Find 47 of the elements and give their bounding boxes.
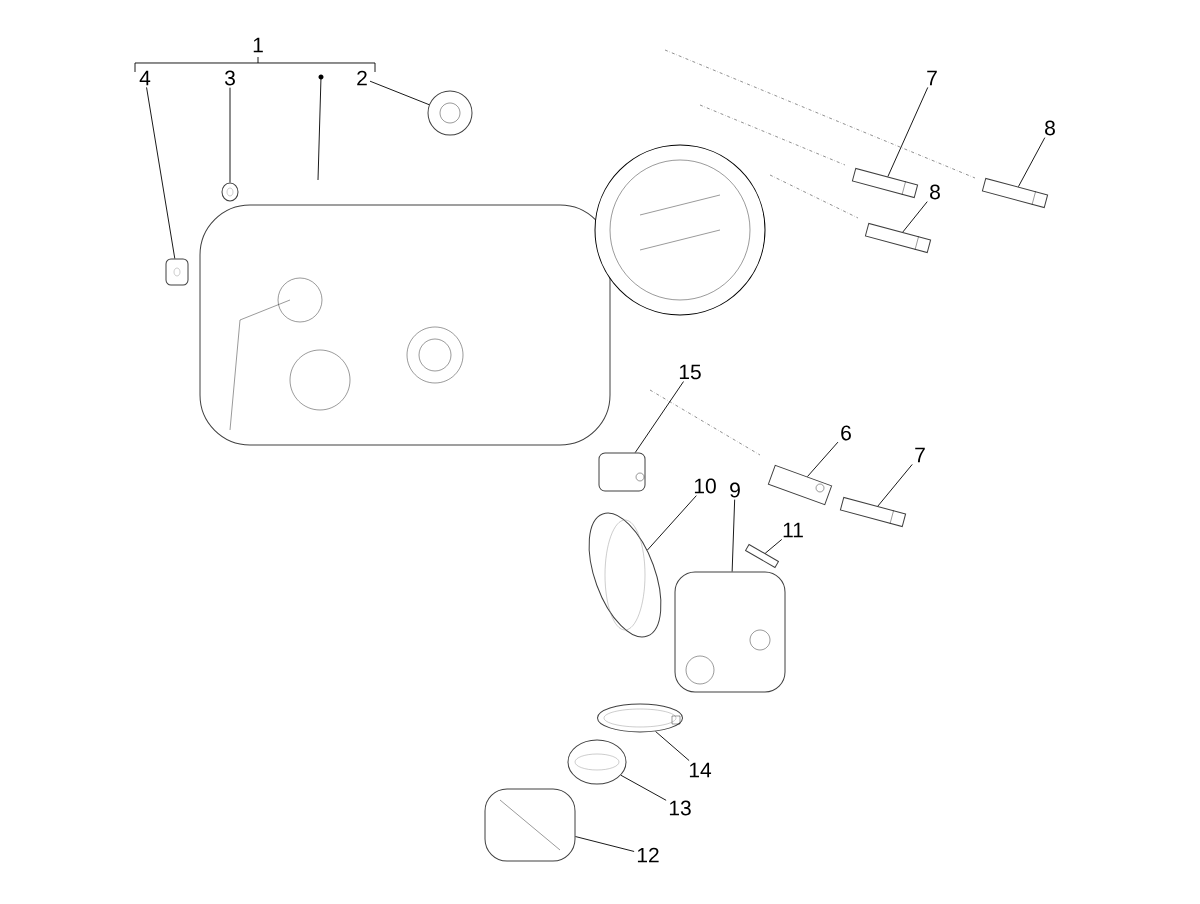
leader-line — [146, 86, 176, 259]
callout-number: 8 — [930, 184, 940, 200]
callout-number: 7 — [927, 70, 937, 86]
callout-number: 15 — [679, 364, 701, 380]
callout-number: 4 — [139, 70, 151, 86]
cap-drawing — [484, 788, 576, 862]
leader-line — [877, 463, 913, 507]
leader-line — [902, 201, 928, 233]
leader-line — [1017, 137, 1046, 188]
callout-number: 13 — [669, 800, 691, 816]
callout-number: 6 — [841, 425, 851, 441]
leader-line — [887, 86, 929, 177]
duct-drawing — [674, 571, 786, 693]
leader-line — [646, 495, 697, 551]
callout-number: 3 — [224, 70, 235, 86]
leader-line — [807, 441, 839, 477]
bolt-drawing — [981, 177, 1049, 209]
bolt-drawing — [839, 496, 907, 528]
leader-line — [655, 731, 690, 762]
callout-number: 12 — [637, 847, 659, 863]
gasket-drawing — [588, 512, 662, 638]
callout-number: 8 — [1045, 120, 1055, 136]
screw-drawing — [745, 543, 779, 569]
cover-drawing — [199, 144, 766, 446]
spacer-drawing — [598, 452, 646, 492]
leader-line — [731, 499, 736, 572]
leader-line — [229, 87, 231, 183]
callout-number: 11 — [783, 522, 803, 538]
leader-line — [620, 774, 667, 801]
leader-line — [634, 381, 684, 453]
filter-drawing — [567, 739, 627, 785]
bracket-part-drawing — [767, 464, 833, 506]
sleeve-drawing — [221, 182, 239, 202]
callout-number: 7 — [915, 447, 925, 463]
callout-number: 2 — [357, 70, 367, 86]
leader-line — [764, 538, 783, 554]
callout-number: 14 — [689, 762, 712, 778]
leader-line — [369, 80, 430, 106]
callout-number: 1 — [253, 37, 263, 53]
bolt-drawing — [864, 222, 932, 254]
leader-line — [575, 836, 635, 852]
callout-number: 10 — [694, 478, 716, 494]
sleeve-drawing — [165, 258, 189, 286]
callout-number: 9 — [730, 482, 740, 498]
clamp-drawing — [597, 703, 683, 733]
bearing-drawing — [427, 90, 473, 136]
bolt-drawing — [851, 167, 919, 199]
